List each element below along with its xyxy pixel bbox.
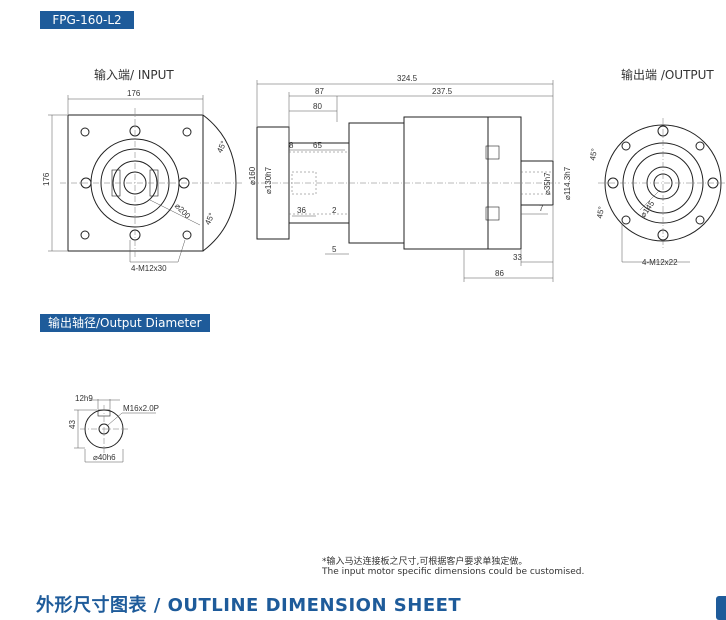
input-bolt-circle-dim: ⌀200 bbox=[173, 201, 193, 221]
side-view: 324.5 87 237.5 80 8 65 36 2 5 7 33 86 ⌀1… bbox=[248, 74, 572, 282]
dia-35-dim: ⌀35h7 bbox=[543, 172, 552, 195]
dim-36: 36 bbox=[297, 206, 306, 215]
input-bolts-dim: 4-M12x30 bbox=[131, 264, 167, 273]
input-view-label: 输入端/ INPUT bbox=[94, 68, 174, 82]
outline-dimension-sheet-title: 外形尺寸图表 / OUTLINE DIMENSION SHEET bbox=[36, 595, 462, 616]
dim-86: 86 bbox=[495, 269, 504, 278]
input-width-dim: 176 bbox=[127, 89, 141, 98]
shaft-diameter-dim: ⌀40h6 bbox=[93, 453, 116, 462]
output-angle-bottom: 45° bbox=[595, 206, 606, 219]
note-english: The input motor specific dimensions coul… bbox=[322, 567, 585, 577]
output-view-label: 输出端 /OUTPUT bbox=[621, 68, 714, 82]
dim-8: 8 bbox=[289, 141, 294, 150]
input-height-dim: 176 bbox=[42, 172, 51, 186]
output-angle-top: 45° bbox=[588, 148, 599, 161]
note-chinese: *输入马达连接板之尺寸,可根据客户要求单独定做。 bbox=[322, 557, 528, 567]
dim-2: 2 bbox=[332, 206, 337, 215]
dim-237-5: 237.5 bbox=[432, 87, 453, 96]
corner-tab bbox=[716, 596, 726, 620]
dim-33: 33 bbox=[513, 253, 522, 262]
dim-5: 5 bbox=[332, 245, 337, 254]
input-angle-bottom: 45° bbox=[203, 212, 216, 227]
shaft-key-width-dim: 12h9 bbox=[75, 394, 93, 403]
shaft-thread-dim: M16x2.0P bbox=[123, 404, 159, 413]
total-length-dim: 324.5 bbox=[397, 74, 418, 83]
output-bolt-circle-dim: ⌀145 bbox=[638, 199, 656, 219]
shaft-end-view: 12h9 M16x2.0P 43 ⌀40h6 bbox=[68, 394, 159, 463]
model-tag: FPG-160-L2 bbox=[40, 11, 134, 29]
output-bolts-dim: 4-M12x22 bbox=[642, 258, 678, 267]
dia-130-dim: ⌀130h7 bbox=[264, 166, 273, 194]
dim-87: 87 bbox=[315, 87, 324, 96]
dia-114-dim: ⌀114.3h7 bbox=[563, 166, 572, 200]
output-view: ⌀145 45° 45° 4-M12x22 bbox=[588, 118, 726, 267]
input-view: 176 176 ⌀200 45° 45° 4-M12x30 bbox=[42, 89, 242, 273]
dim-65: 65 bbox=[313, 141, 322, 150]
dia-160-dim: ⌀160 bbox=[248, 166, 257, 185]
output-diameter-tag: 输出轴径/Output Diameter bbox=[40, 314, 210, 332]
dim-80: 80 bbox=[313, 102, 322, 111]
dim-7: 7 bbox=[539, 204, 544, 213]
shaft-height-dim: 43 bbox=[68, 420, 77, 429]
